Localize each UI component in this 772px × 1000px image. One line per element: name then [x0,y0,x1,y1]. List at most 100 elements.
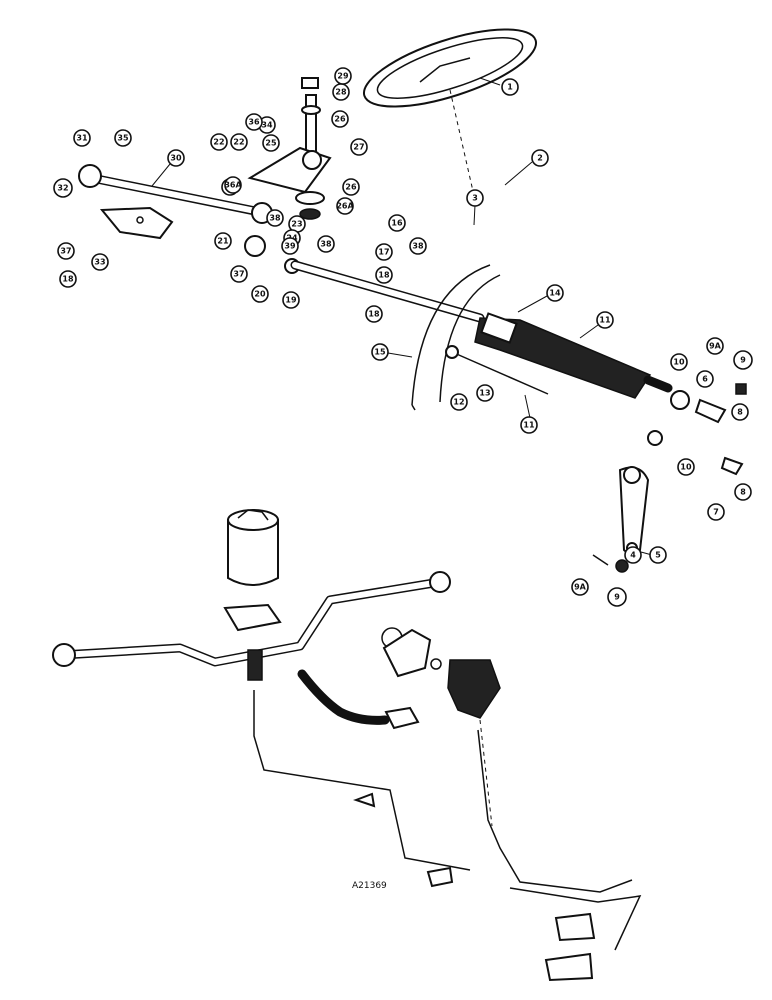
callout-label: 26 [334,115,346,124]
callout: 38 [409,237,427,255]
callout-label: 32 [57,184,68,193]
callout-label: 18 [62,275,74,284]
callout-label: 21 [217,237,229,246]
callout-label: 30 [170,154,182,163]
callout: 11 [520,394,538,434]
callout: 12 [450,393,468,411]
callout: 13 [476,384,494,402]
callout: 7 [707,503,725,521]
callout: 10 [677,458,695,476]
callout: 26 [331,110,349,128]
callout-label: 35 [117,134,129,143]
rod-end-assembly [647,383,747,476]
callout: 8 [731,403,749,421]
hydraulic-pump [381,627,501,719]
callout-label: 17 [378,248,389,257]
pressure-lines [253,690,642,982]
callout: 16 [388,214,406,232]
supply-hose [247,649,420,730]
callout-label: 31 [76,134,88,143]
callout: 25 [262,134,280,152]
callout: 3 [466,189,484,226]
callout-label: 9 [614,593,620,602]
callout-label: 20 [254,290,266,299]
callout-label: 7 [713,508,719,517]
callout-label: 37 [60,247,71,256]
callout: 18 [365,305,383,323]
callout: 15 [371,343,413,361]
callout-label: 26 [345,183,357,192]
callout-label: 3 [472,194,478,203]
callout: 27 [350,138,368,156]
callout-label: 18 [378,271,390,280]
callout-label: 36 [248,118,260,127]
callout-label: 36A [224,181,242,190]
callout-label: 19 [285,296,297,305]
callout: 9 [733,350,753,370]
reservoir [223,509,282,632]
callout: 9A [571,578,589,596]
callout: 26A [336,197,354,215]
callout: 30 [151,149,185,187]
column-shaft [301,77,321,156]
callout: 11 [579,311,614,339]
callout-label: 38 [269,214,281,223]
callout-label: 9A [709,342,722,351]
callout: 33 [91,253,109,271]
callout-label: 26A [336,202,354,211]
callout: 21 [214,232,232,250]
callout: 22 [210,133,228,151]
steering-cylinder [290,260,673,399]
callout-label: 9A [574,583,587,592]
callout-label: 34 [261,121,273,130]
callout: 5 [640,546,667,564]
callout: 4 [624,546,642,564]
callout-label: 39 [284,242,296,251]
callout: 6 [696,370,714,388]
callout-label: 6 [702,375,708,384]
callout-label: 10 [680,463,692,472]
callout-label: 9 [740,356,746,365]
callout: 37 [230,265,248,283]
callout-label: 15 [374,348,386,357]
callout: 29 [334,67,352,85]
callout-label: 22 [233,138,244,147]
callout: 18 [375,266,393,284]
cylinder-rod [445,345,549,395]
callout-label: 14 [549,289,561,298]
callout: 28 [332,83,350,101]
callout-label: 12 [453,398,464,407]
callout-label: 5 [655,551,661,560]
callout: 38 [266,209,284,227]
callout: 38 [317,235,335,253]
callout-label: 25 [265,139,277,148]
callout: 36A [224,176,242,194]
callout-label: 2 [537,154,543,163]
callout-label: 11 [599,316,611,325]
callout: 9A [706,337,724,355]
callout-label: 8 [737,408,743,417]
pitman-arm-upper [247,146,332,220]
callout-label: 8 [740,488,746,497]
steering-wheel [362,28,538,201]
callout-label: 33 [94,258,105,267]
callout-label: 37 [233,270,244,279]
callout-label: 13 [479,389,490,398]
callout-label: 29 [337,72,349,81]
callout: 39 [281,237,299,255]
callout: 37 [57,242,75,260]
callout-label: 10 [673,358,685,367]
callout: 19 [282,291,300,309]
callout: 26 [342,178,360,196]
callout: 8 [734,483,752,501]
callout-label: 16 [391,219,403,228]
callout: 22 [230,133,248,151]
drawing-number: A21369 [352,881,387,891]
callout: 9 [607,587,627,607]
callout: 18 [59,270,77,288]
callout-label: 23 [291,220,302,229]
callout-label: 38 [320,240,332,249]
callout-label: 38 [412,242,424,251]
callout: 31 [73,129,91,147]
